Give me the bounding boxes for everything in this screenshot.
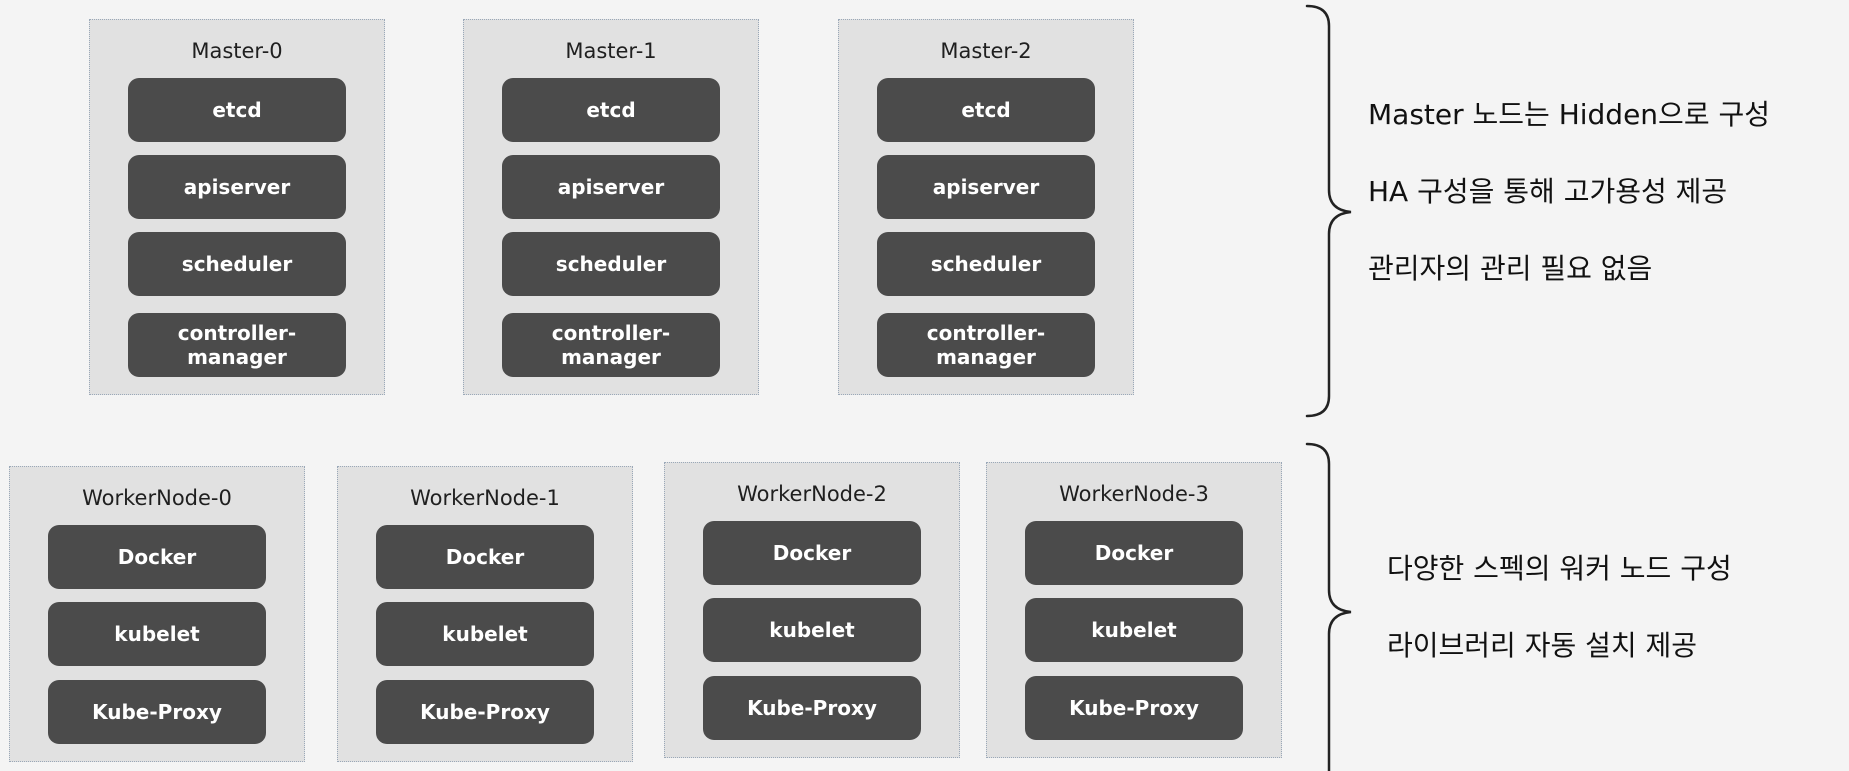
- component-box: controller- manager: [502, 313, 720, 377]
- component-box: kubelet: [376, 602, 594, 666]
- component-box: etcd: [502, 78, 720, 142]
- component-box: Kube-Proxy: [703, 676, 921, 740]
- component-box: kubelet: [48, 602, 266, 666]
- component-box: Docker: [48, 525, 266, 589]
- component-box: scheduler: [877, 232, 1095, 296]
- master-brace: [1305, 4, 1352, 418]
- component-box: Docker: [703, 521, 921, 585]
- worker-node-1: WorkerNode-1 Docker kubelet Kube-Proxy: [337, 466, 633, 762]
- component-box: kubelet: [1025, 598, 1243, 662]
- worker-note-1: 다양한 스펙의 워커 노드 구성: [1387, 552, 1732, 585]
- worker-note-2: 라이브러리 자동 설치 제공: [1387, 629, 1698, 662]
- component-box: apiserver: [128, 155, 346, 219]
- node-title: WorkerNode-1: [410, 486, 560, 510]
- component-box: kubelet: [703, 598, 921, 662]
- component-box: Kube-Proxy: [376, 680, 594, 744]
- node-title: Master-0: [191, 39, 283, 63]
- worker-node-2: WorkerNode-2 Docker kubelet Kube-Proxy: [664, 462, 960, 758]
- component-box: etcd: [877, 78, 1095, 142]
- component-box: scheduler: [128, 232, 346, 296]
- master-node-0: Master-0 etcd apiserver scheduler contro…: [89, 19, 385, 395]
- component-box: scheduler: [502, 232, 720, 296]
- component-box: apiserver: [877, 155, 1095, 219]
- node-title: WorkerNode-3: [1059, 482, 1209, 506]
- node-title: Master-2: [940, 39, 1032, 63]
- master-note-2: HA 구성을 통해 고가용성 제공: [1368, 175, 1728, 208]
- component-box: Docker: [376, 525, 594, 589]
- component-box: controller- manager: [128, 313, 346, 377]
- component-box: controller- manager: [877, 313, 1095, 377]
- worker-node-0: WorkerNode-0 Docker kubelet Kube-Proxy: [9, 466, 305, 762]
- master-node-1: Master-1 etcd apiserver scheduler contro…: [463, 19, 759, 395]
- component-box: Kube-Proxy: [48, 680, 266, 744]
- node-title: WorkerNode-0: [82, 486, 232, 510]
- master-note-1: Master 노드는 Hidden으로 구성: [1368, 98, 1770, 131]
- component-box: etcd: [128, 78, 346, 142]
- component-box: Kube-Proxy: [1025, 676, 1243, 740]
- worker-brace: [1305, 442, 1352, 771]
- component-box: Docker: [1025, 521, 1243, 585]
- master-node-2: Master-2 etcd apiserver scheduler contro…: [838, 19, 1134, 395]
- node-title: WorkerNode-2: [737, 482, 887, 506]
- component-box: apiserver: [502, 155, 720, 219]
- node-title: Master-1: [565, 39, 657, 63]
- worker-node-3: WorkerNode-3 Docker kubelet Kube-Proxy: [986, 462, 1282, 758]
- master-note-3: 관리자의 관리 필요 없음: [1368, 252, 1653, 285]
